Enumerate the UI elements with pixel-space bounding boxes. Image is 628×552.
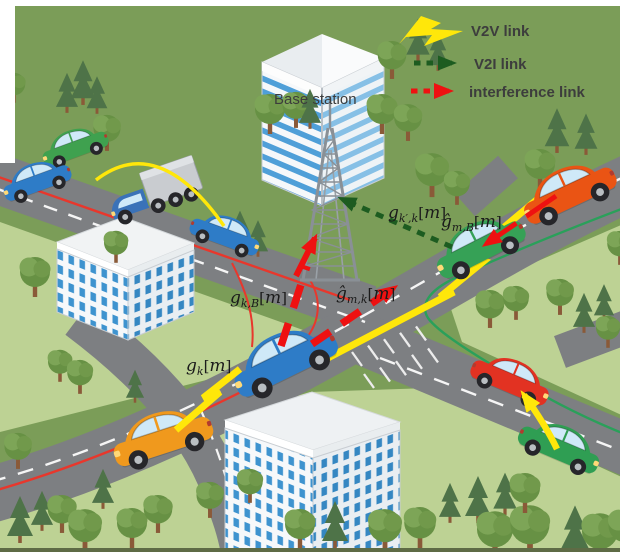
skyscraper — [261, 34, 385, 207]
interference-arrow-along-road — [481, 193, 558, 247]
interference-dashed-k-to-bs — [277, 264, 311, 348]
legend-item-v2i: V2I link — [414, 55, 527, 73]
label-ghat-m-k: ĝm,k[m] — [336, 284, 395, 306]
label-ghat-m-B: ĝm,B[m] — [441, 212, 502, 234]
road-top-stub — [455, 155, 518, 217]
interference-link-label: interference link — [469, 84, 586, 101]
v2v-arrow-bottom-right — [520, 390, 560, 451]
label-g-k: gk[m] — [186, 356, 231, 378]
label-g-kprime-k: gk′,k[m] — [388, 203, 446, 225]
office-building-left — [55, 216, 196, 341]
v2i-link-label: V2I link — [474, 56, 527, 73]
v2i-dashed-arrow — [337, 196, 453, 250]
legend-item-interference: interference link — [411, 83, 586, 101]
v2v-arc-top-left — [94, 162, 226, 228]
interference-dashed-m-to-k — [309, 284, 399, 348]
label-g-k-B: gk,B[m] — [230, 288, 287, 310]
road-lower-right — [349, 314, 628, 479]
v2v-link-label: V2V link — [471, 23, 530, 40]
interference-arrow-to-tower — [293, 233, 318, 278]
legend: V2V link V2I link interference link — [399, 16, 586, 101]
base-station-label: Base station — [274, 91, 357, 108]
links — [94, 162, 560, 451]
legend-item-v2v: V2V link — [399, 16, 530, 46]
lightning-icon — [399, 16, 463, 46]
v2v-lightning-bottom-left — [173, 366, 243, 433]
crosswalk-hatch — [351, 325, 439, 389]
